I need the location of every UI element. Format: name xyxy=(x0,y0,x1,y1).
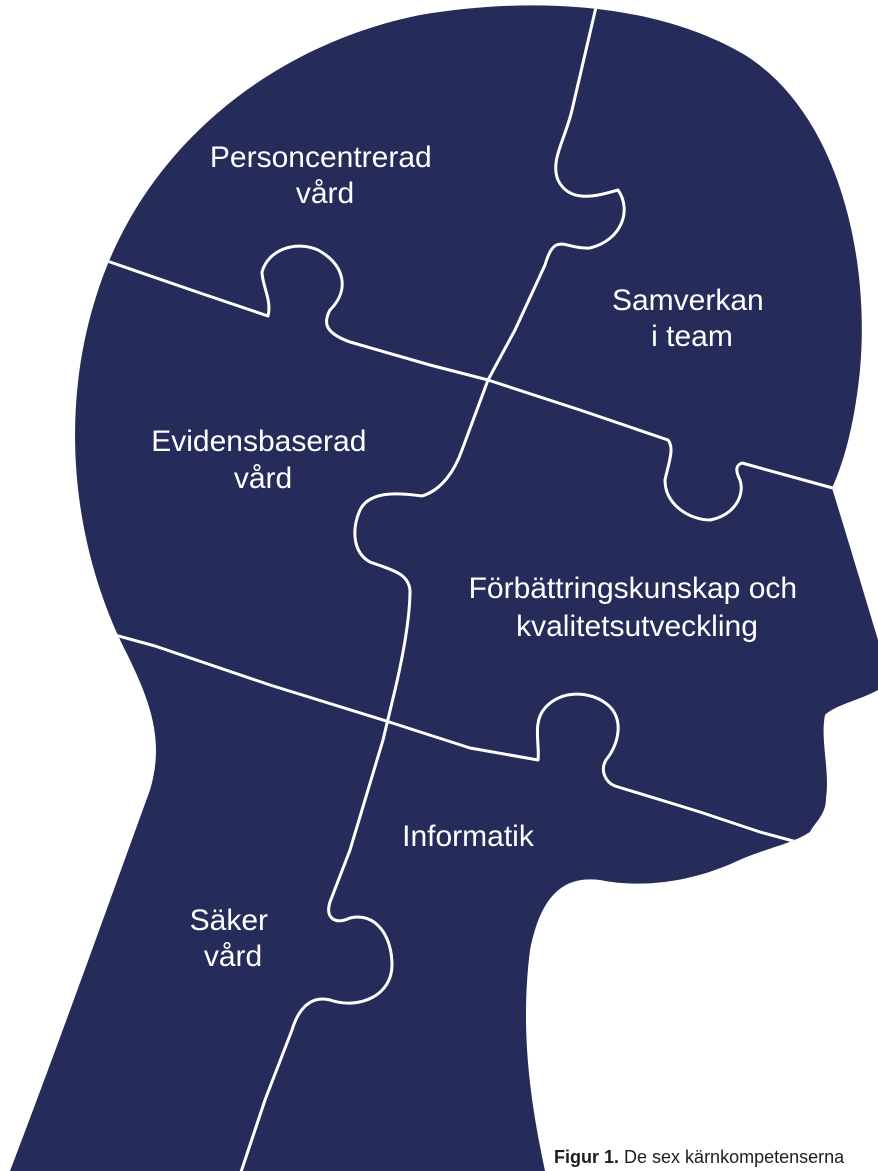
figure-caption-label: Figur 1. xyxy=(554,1147,620,1167)
label-informatik: Informatik xyxy=(402,820,535,853)
label-personcentrerad-line1: Personcentrerad xyxy=(210,141,432,174)
label-forbattring-line1: Förbättringskunskap och xyxy=(469,572,798,605)
label-personcentrerad-line2: vård xyxy=(296,177,354,210)
label-evidensbaserad-line1: Evidensbaserad xyxy=(151,425,366,458)
label-forbattring-line2: kvalitetsutveckling xyxy=(516,610,758,643)
label-samverkan: Samverkan i team xyxy=(612,284,772,353)
puzzle-seam-lower xyxy=(58,618,878,872)
figure-caption: Figur 1. De sex kärnkompetenserna xyxy=(554,1147,844,1168)
puzzle-seam-upper xyxy=(58,243,878,522)
figure-caption-text: De sex kärnkompetenserna xyxy=(624,1147,845,1167)
label-saker: Säker vård xyxy=(190,904,277,973)
label-evidensbaserad: Evidensbaserad vård xyxy=(151,425,375,495)
head-silhouette xyxy=(10,5,878,1171)
label-forbattring: Förbättringskunskap och kvalitetsutveckl… xyxy=(469,572,806,643)
label-evidensbaserad-line2: vård xyxy=(234,462,292,495)
label-personcentrerad: Personcentrerad vård xyxy=(210,141,440,210)
label-samverkan-line2: i team xyxy=(651,320,733,353)
label-informatik-line1: Informatik xyxy=(402,820,535,853)
label-saker-line2: vård xyxy=(204,940,262,973)
label-saker-line1: Säker xyxy=(190,904,268,937)
puzzle-seam-vertical xyxy=(238,5,626,1171)
label-samverkan-line1: Samverkan xyxy=(612,284,764,317)
